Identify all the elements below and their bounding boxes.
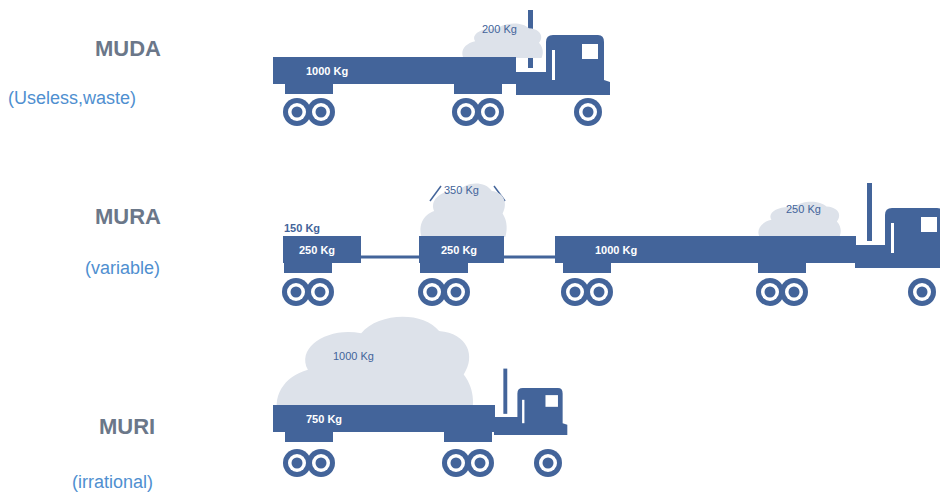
bogie <box>563 263 611 273</box>
load-weight: 200 Kg <box>482 23 517 35</box>
truck-cab <box>494 369 567 435</box>
bogie <box>758 263 806 273</box>
cloud-outline <box>462 24 542 58</box>
wheel <box>780 278 808 306</box>
bogie <box>285 84 333 94</box>
wheel <box>442 278 470 306</box>
bogie <box>284 263 332 273</box>
wheel <box>574 98 602 126</box>
capacity-weight: 250 Kg <box>299 244 335 256</box>
trailer-box: 250 Kg <box>419 236 504 263</box>
wheel <box>908 278 936 306</box>
wheel <box>452 98 480 126</box>
load-weight: 150 Kg <box>284 222 320 234</box>
wheel <box>756 278 784 306</box>
truck-mura <box>282 183 940 306</box>
wheel <box>585 278 613 306</box>
capacity-weight: 1000 Kg <box>306 65 348 77</box>
trailer-box: 1000 Kg <box>555 236 856 263</box>
capacity-weight: 250 Kg <box>441 244 477 256</box>
wheel <box>418 278 446 306</box>
wheel <box>442 449 470 477</box>
waste-type-name: MUDA <box>95 36 161 62</box>
load-cloud: 250 Kg <box>756 198 842 237</box>
load-cloud: 350 Kg <box>418 178 508 237</box>
wheel <box>307 98 335 126</box>
load-weight: 1000 Kg <box>333 350 374 362</box>
wheel <box>307 449 335 477</box>
cloud-outline <box>758 202 840 237</box>
wheel <box>283 449 311 477</box>
waste-type-meaning: (variable) <box>85 258 160 279</box>
load-cloud: 200 Kg <box>460 20 544 58</box>
capacity-weight: 750 Kg <box>306 413 342 425</box>
bogie <box>454 84 502 94</box>
cloud-shape <box>271 306 476 420</box>
trailer-box: 750 Kg <box>273 405 495 432</box>
waste-type-meaning: (Useless,waste) <box>8 88 136 109</box>
bogie <box>420 263 468 273</box>
wheel <box>306 278 334 306</box>
waste-type-meaning: (irrational) <box>72 472 153 493</box>
coupling <box>360 256 420 259</box>
wheel <box>476 98 504 126</box>
trailer-box: 1000 Kg <box>273 57 516 84</box>
wheel <box>282 278 310 306</box>
load-weight: 350 Kg <box>444 184 479 196</box>
bogie <box>285 432 333 442</box>
load-cloud: 1000 Kg <box>271 306 476 420</box>
load-weight: 250 Kg <box>786 203 821 215</box>
wheel <box>283 98 311 126</box>
wheel <box>534 449 562 477</box>
waste-type-name: MURI <box>99 414 155 440</box>
truck-cab <box>855 183 940 268</box>
wheel <box>561 278 589 306</box>
trailer-box: 250 Kg <box>283 236 361 263</box>
cloud-outline <box>420 184 506 237</box>
capacity-weight: 1000 Kg <box>595 244 637 256</box>
waste-type-name: MURA <box>95 204 161 230</box>
coupling <box>503 256 556 259</box>
bogie <box>444 432 492 442</box>
wheel <box>466 449 494 477</box>
